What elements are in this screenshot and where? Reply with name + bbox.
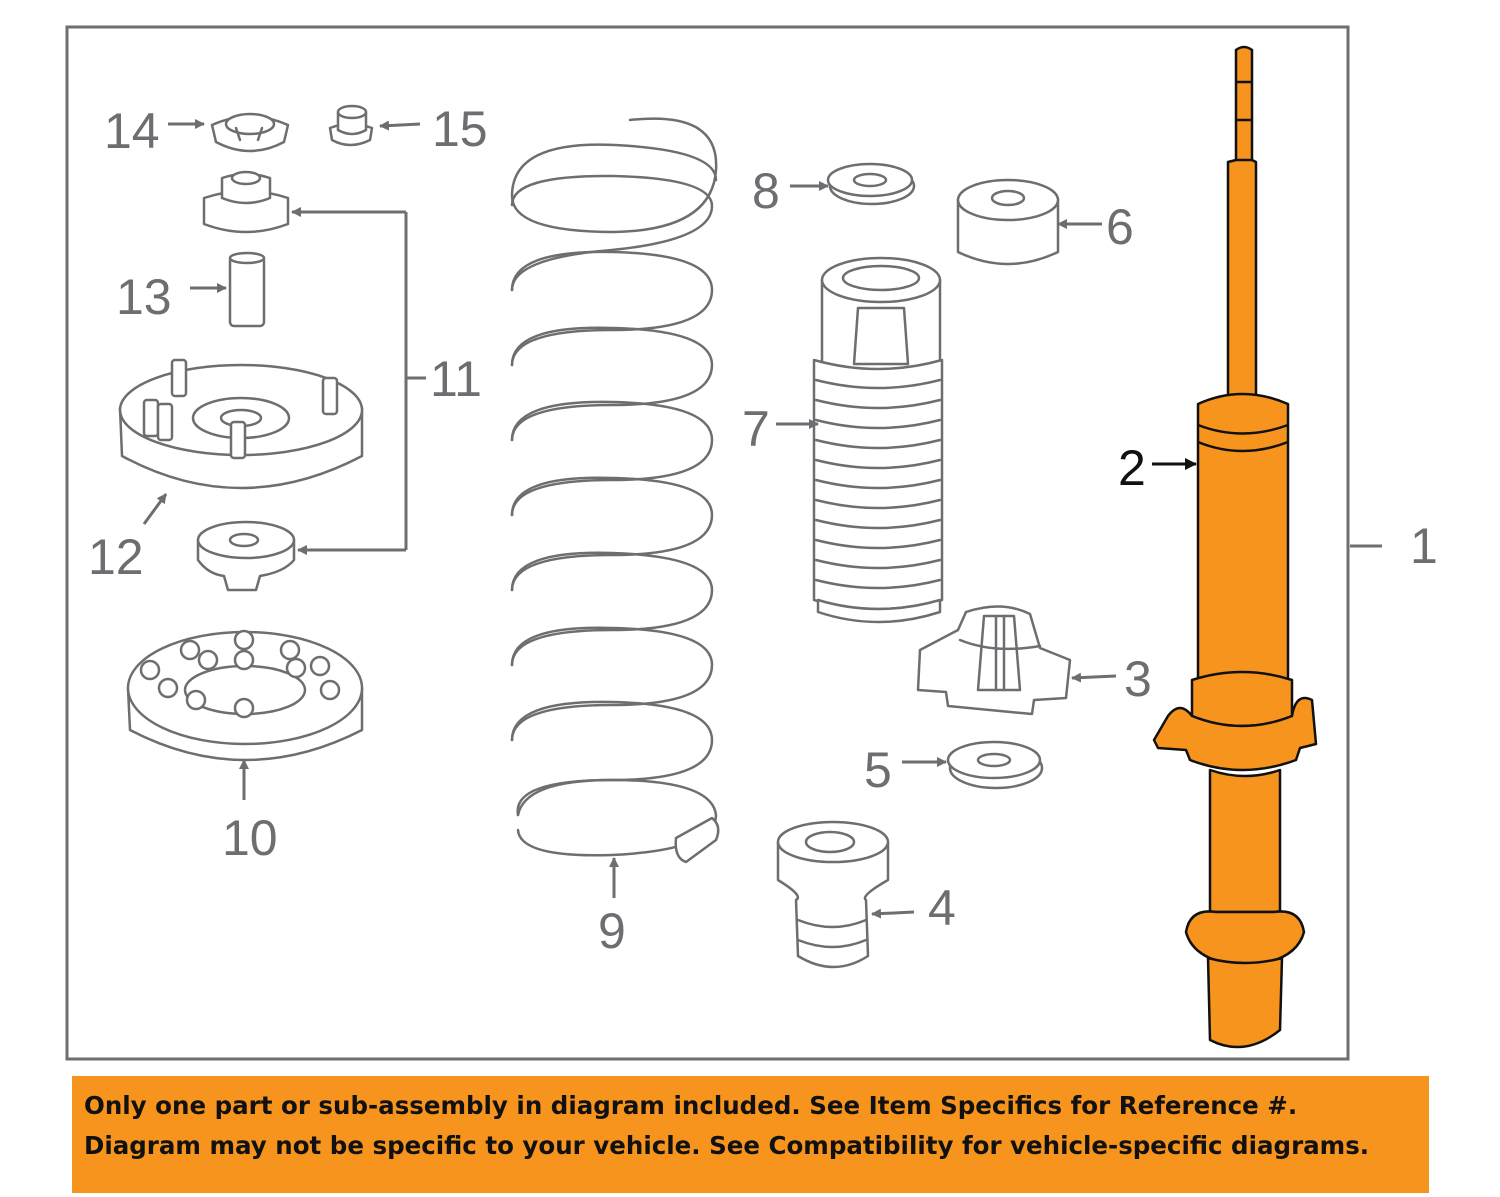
callout-6: 6 xyxy=(1106,199,1134,255)
callout-8: 8 xyxy=(752,163,780,219)
callout-14: 14 xyxy=(104,103,160,159)
callout-15: 15 xyxy=(432,101,488,157)
callout-4: 4 xyxy=(928,880,956,936)
callout-3: 3 xyxy=(1124,651,1152,707)
part-11-lower-bushing xyxy=(196,520,296,592)
callout-labels: 1 2 3 4 5 6 7 8 9 10 11 12 13 14 15 xyxy=(88,101,1438,959)
callout-5: 5 xyxy=(864,742,892,798)
parts-diagram: 1 2 3 4 5 6 7 8 9 10 11 12 13 14 15 xyxy=(65,25,1438,1061)
part-11-upper-bushing xyxy=(202,170,290,234)
part-5-washer xyxy=(946,740,1044,790)
part-1-strut-assembly xyxy=(1152,45,1318,1049)
part-12-mount-base xyxy=(118,358,364,490)
callout-9: 9 xyxy=(598,903,626,959)
callout-11: 11 xyxy=(430,351,482,407)
part-15-plug xyxy=(328,104,374,147)
part-8-washer xyxy=(826,162,916,206)
disclaimer-line-1: Only one part or sub-assembly in diagram… xyxy=(84,1091,1298,1120)
part-10-spring-seat xyxy=(126,629,364,762)
part-14-cap xyxy=(210,112,290,153)
part-4-bump-stop xyxy=(776,820,890,969)
disclaimer-banner: Only one part or sub-assembly in diagram… xyxy=(72,1076,1429,1193)
part-7-dust-boot xyxy=(812,256,944,624)
callout-1: 1 xyxy=(1410,518,1438,574)
callout-10: 10 xyxy=(222,810,278,866)
part-13-collar xyxy=(228,251,266,328)
callout-12: 12 xyxy=(88,529,144,585)
callout-13: 13 xyxy=(116,269,172,325)
part-3-spring-pad xyxy=(916,605,1072,716)
part-6-stopper xyxy=(956,178,1060,266)
leader-lines xyxy=(142,119,1382,919)
part-9-coil-spring xyxy=(510,117,720,864)
callout-2: 2 xyxy=(1118,440,1146,496)
disclaimer-line-2: Diagram may not be specific to your vehi… xyxy=(84,1131,1370,1160)
diagram-frame xyxy=(65,25,1350,1061)
callout-7: 7 xyxy=(742,401,770,457)
